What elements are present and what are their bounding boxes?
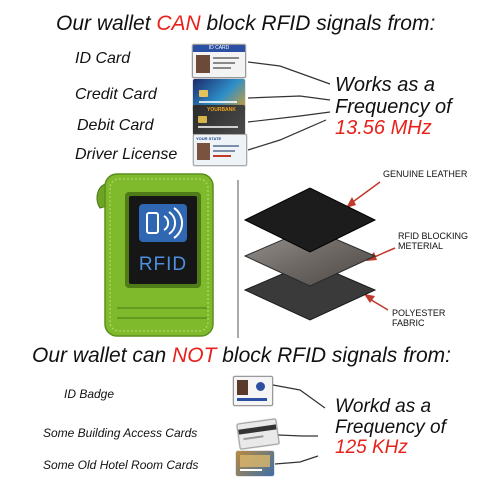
rfid-wave-icon — [139, 204, 187, 242]
id-badge-seal — [256, 382, 265, 391]
layer-label-polyester: POLYESTER FABRIC — [392, 308, 446, 328]
item-building-access-label: Some Building Access Cards — [43, 426, 198, 440]
bottom-frequency-line1: Workd as a — [335, 396, 432, 417]
item-id-badge-label: ID Badge — [64, 387, 115, 401]
layer-label-rfid: RFID BLOCKING METERIAL — [398, 231, 469, 251]
item-driver-license-label: Driver License — [75, 146, 178, 163]
license-photo — [197, 143, 210, 160]
item-debit-card-label: Debit Card — [77, 117, 154, 134]
debit-card-image: YOURBANK — [193, 105, 245, 135]
credit-card-chip — [199, 90, 208, 97]
item-id-card-label: ID Card — [75, 50, 131, 67]
item-hotel-room-label: Some Old Hotel Room Cards — [43, 458, 199, 472]
bottom-title: Our wallet can NOT block RFID signals fr… — [32, 344, 451, 367]
top-frequency-line1: Works as a — [335, 74, 436, 96]
bottom-frequency-text: Workd as a Frequency of 125 KHz — [335, 396, 446, 459]
bottom-frequency-value: 125 KHz — [335, 437, 408, 459]
bottom-title-emphasis: NOT — [172, 344, 217, 367]
id-badge-image — [233, 376, 273, 406]
top-title: Our wallet CAN block RFID signals from: — [56, 12, 436, 35]
top-frequency-value: 13.56 MHz — [335, 117, 432, 140]
id-card-photo — [196, 55, 210, 73]
leather-layer — [243, 187, 377, 253]
hotel-card-image — [236, 451, 274, 476]
top-frequency-line2: Frequency of — [335, 95, 452, 118]
id-card-image: ID CARD — [192, 44, 246, 78]
layer-label-leather: GENUINE LEATHER — [383, 169, 468, 179]
id-card-header: ID CARD — [193, 45, 245, 52]
item-credit-card-label: Credit Card — [75, 86, 157, 103]
debit-card-brand: YOURBANK — [207, 107, 236, 113]
license-brand: YOUR STATE — [196, 136, 222, 141]
top-title-emphasis: CAN — [156, 12, 201, 35]
debit-card-chip — [198, 116, 207, 123]
driver-license-image: YOUR STATE — [193, 134, 247, 166]
id-badge-photo — [237, 380, 248, 395]
rfid-badge-text: RFID — [138, 254, 188, 275]
top-frequency-text: Works as a Frequency of 13.56 MHz — [335, 74, 452, 140]
access-card-image — [236, 418, 280, 450]
bottom-frequency-line2: Frequency of — [335, 416, 446, 438]
rfid-wallet: RFID — [95, 170, 220, 340]
material-layers — [243, 187, 377, 321]
